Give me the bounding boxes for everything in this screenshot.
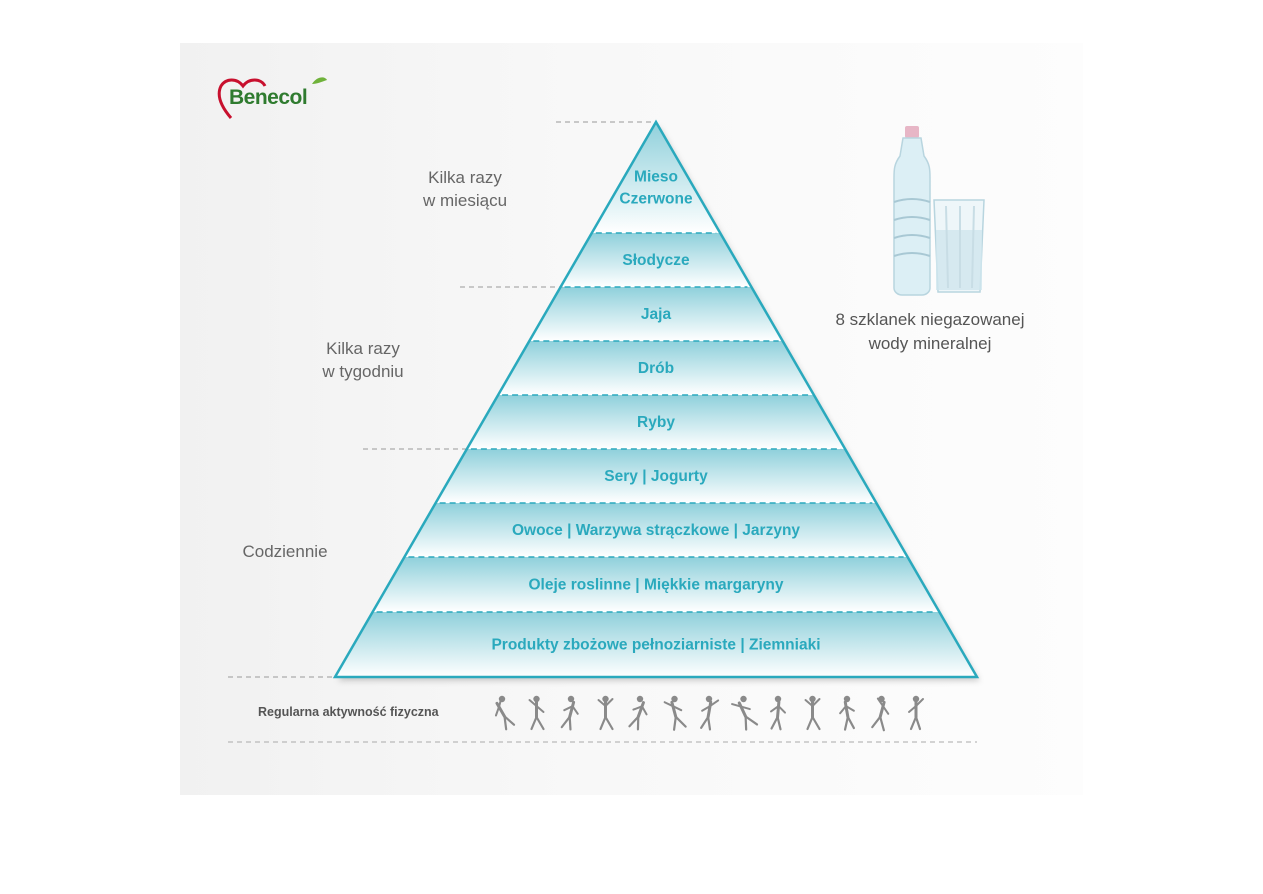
athlete-figure-icon [908, 695, 924, 731]
pyramid-tier-label: Jaja [641, 306, 672, 323]
athlete-figure-icon [871, 695, 890, 732]
pyramid-tier-6 [335, 503, 977, 557]
athlete-figure-icon [731, 695, 759, 731]
pyramid-tier-label: Produkty zbożowe pełnoziarniste | Ziemni… [491, 637, 820, 654]
frequency-label-daily: Codziennie [242, 542, 328, 561]
pyramid-tier-label: Sery | Jogurty [604, 468, 708, 485]
athlete-figure-icon [628, 695, 648, 731]
pyramid-tier-8 [335, 612, 977, 677]
athlete-figure-icon [528, 695, 545, 731]
activity-label: Regularna aktywność fizyczna [258, 705, 439, 719]
activity-figures [494, 695, 924, 732]
pyramid-tier-label: Oleje roslinne | Miękkie margaryny [528, 577, 783, 594]
athlete-figure-icon [597, 695, 614, 731]
pyramid-tier-label: Ryby [637, 414, 675, 431]
pyramid-tier-label: Owoce | Warzywa strączkowe | Jarzyny [512, 522, 800, 539]
pyramid-tier-label: Czerwone [619, 191, 693, 208]
pyramid-tier-7 [335, 557, 977, 612]
athlete-figure-icon [839, 695, 855, 731]
pyramid-tier-label: Drób [638, 360, 674, 377]
athlete-figure-icon [494, 695, 516, 731]
benecol-logo [217, 77, 327, 119]
pyramid-tier-label: Mieso [634, 169, 678, 186]
athlete-figure-icon [560, 695, 579, 731]
athlete-figure-icon [663, 695, 687, 731]
athlete-figure-icon [770, 695, 786, 731]
benecol-logo-text: Benecol [229, 86, 308, 109]
athlete-figure-icon [700, 695, 720, 731]
pyramid-tier-label: Słodycze [622, 252, 690, 269]
water-bottle-glass-icon [893, 126, 985, 296]
athlete-figure-icon [804, 695, 821, 731]
